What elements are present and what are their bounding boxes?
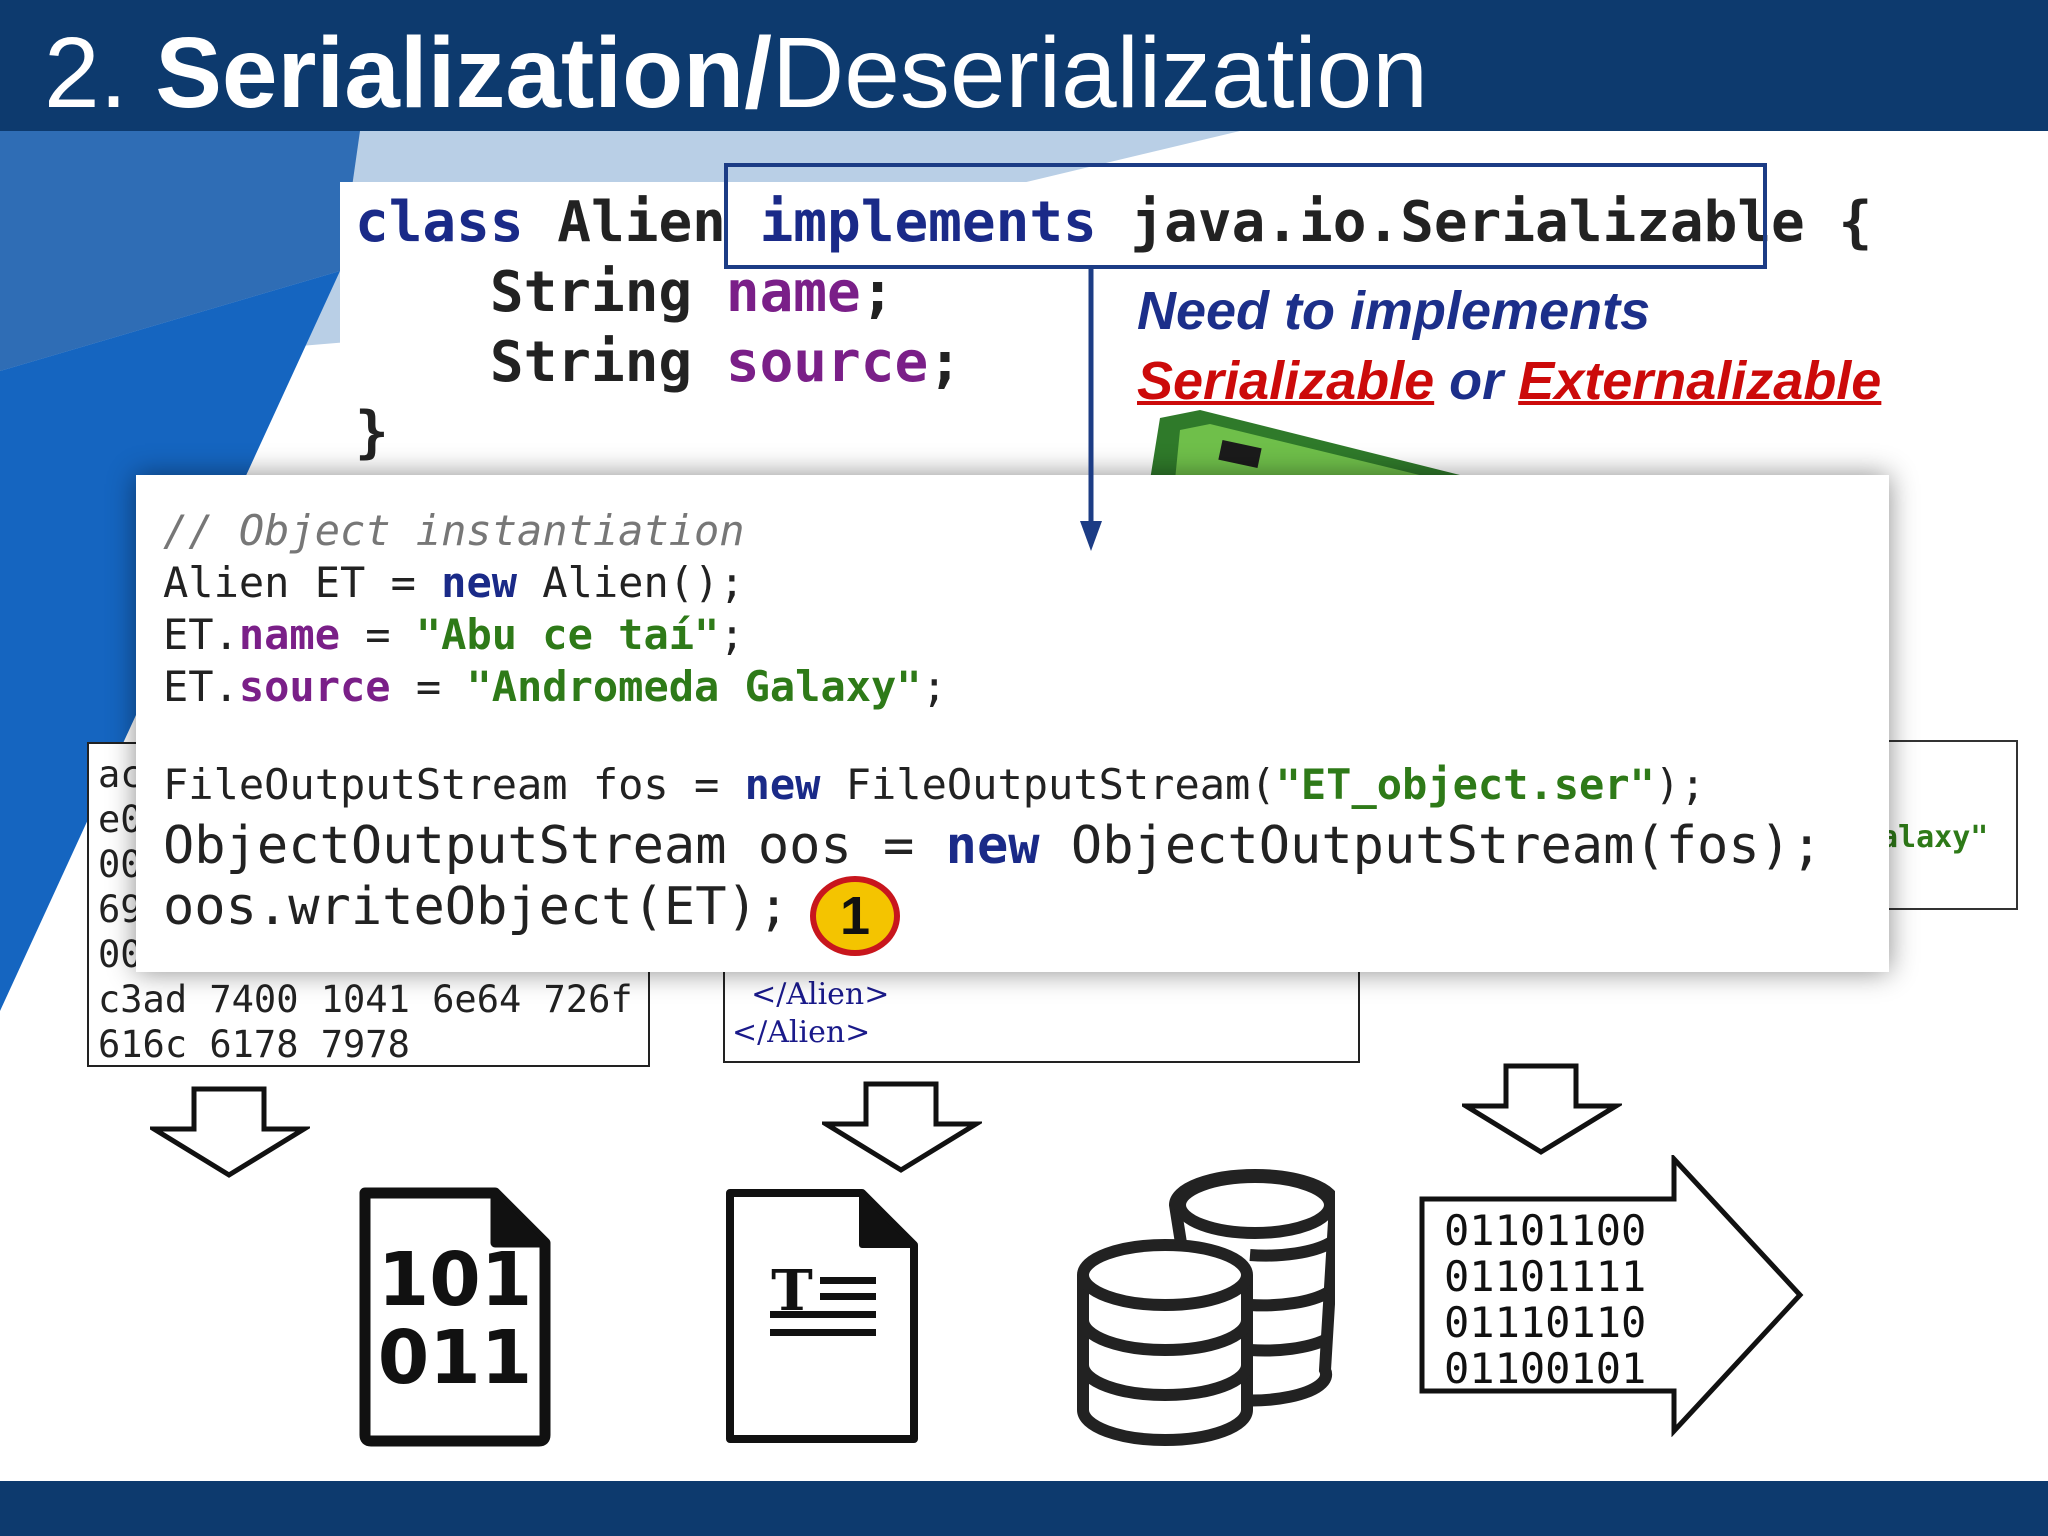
- semicolon: ;: [860, 260, 895, 325]
- down-arrow-icon: [1080, 269, 1102, 551]
- hex-line: c3ad 7400 1041 6e64 726f: [98, 978, 633, 1021]
- hex-line: 00: [98, 843, 143, 886]
- code-line-name: ET.name = "Abu ce taí";: [163, 609, 947, 661]
- code-text: Alien ET =: [163, 558, 442, 607]
- title-bold: Serialization/: [155, 17, 773, 129]
- title-bar: [0, 0, 2048, 131]
- interface-name: java.io.Serializable: [1096, 190, 1839, 255]
- code-line-source: ET.source = "Andromeda Galaxy";: [163, 661, 947, 713]
- code-line-writeobject: oos.writeObject(ET);: [163, 877, 790, 937]
- binary-stream-arrow: [1419, 1155, 1804, 1437]
- code-text: );: [1654, 760, 1706, 809]
- code-card: [136, 475, 1889, 972]
- keyword-class: class: [355, 190, 524, 255]
- xml-output-text: </Alien></Alien>: [732, 976, 889, 1052]
- field-source: source: [238, 662, 391, 711]
- code-text: ;: [921, 662, 947, 711]
- open-brace: {: [1838, 190, 1873, 255]
- close-brace: }: [355, 400, 389, 465]
- code-text: FileOutputStream(: [820, 760, 1276, 809]
- class-definition-code: class Alien implements java.io.Serializa…: [355, 188, 1872, 468]
- title-number: 2.: [44, 17, 156, 129]
- note-line2: Serializable or Externalizable: [1137, 346, 1881, 416]
- field-type: String: [355, 330, 726, 395]
- binary-line: 01101100: [1444, 1206, 1647, 1255]
- class-panel: [340, 182, 1900, 472]
- code-text: =: [340, 610, 416, 659]
- code-text: ObjectOutputStream oos =: [163, 816, 946, 876]
- step-badge: 1: [810, 876, 900, 956]
- hex-line: 616c 6178 7978: [98, 1023, 410, 1066]
- implements-highlight-box: [724, 163, 1767, 269]
- code-text: ET.: [163, 610, 239, 659]
- hex-line: e0: [98, 798, 143, 841]
- code-text: Alien();: [517, 558, 745, 607]
- code-text: FileOutputStream fos =: [163, 760, 745, 809]
- keyword-new: new: [744, 760, 821, 809]
- binary-icon-line1: 101: [378, 1237, 532, 1323]
- code-line-fileoutputstream: FileOutputStream fos = new FileOutputStr…: [163, 759, 1705, 811]
- binary-line: 01100101: [1444, 1344, 1647, 1393]
- string-literal: "Andromeda Galaxy": [466, 662, 922, 711]
- code-text: ;: [719, 610, 745, 659]
- code-text: ObjectOutputStream(fos);: [1039, 816, 1823, 876]
- xml-line: </Alien>: [732, 1015, 871, 1050]
- field-name: name: [725, 260, 861, 325]
- keyword-new: new: [441, 558, 518, 607]
- keyword-implements: implements: [759, 190, 1097, 255]
- class-name: Alien: [523, 190, 760, 255]
- note-or: or: [1434, 351, 1519, 411]
- code-line-new-alien: Alien ET = new Alien();: [163, 557, 947, 609]
- hollow-down-arrow-icon: [1462, 1063, 1622, 1155]
- code-text: ET.: [163, 662, 239, 711]
- string-literal: "ET_object.ser": [1275, 760, 1655, 809]
- binary-file-icon: 101 011: [359, 1187, 551, 1447]
- hollow-down-arrow-icon: [822, 1081, 982, 1173]
- xml-line: </Alien>: [732, 977, 890, 1012]
- binary-icon-line2: 011: [378, 1315, 532, 1401]
- string-literal: "Abu ce taí": [415, 610, 720, 659]
- mid-wedge: [0, 131, 360, 371]
- note-line1: Need to implements: [1137, 281, 1651, 341]
- binary-line: 01101111: [1444, 1252, 1647, 1301]
- hex-line: ac: [98, 753, 143, 796]
- database-icon: [1077, 1169, 1335, 1446]
- title-rest: Deserialization: [772, 17, 1428, 129]
- hex-line: 69: [98, 888, 143, 931]
- footer-bar: [0, 1481, 2048, 1536]
- hex-line: 00: [98, 933, 143, 976]
- hollow-down-arrow-icon: [150, 1086, 310, 1178]
- note-externalizable: Externalizable: [1518, 351, 1882, 411]
- code-text: =: [390, 662, 467, 711]
- slide-title: 2. Serialization/Deserialization: [44, 18, 1428, 128]
- note-serializable: Serializable: [1137, 351, 1435, 411]
- field-name: name: [238, 610, 341, 659]
- keyword-new: new: [945, 816, 1040, 876]
- code-line-objectoutputstream: ObjectOutputStream oos = new ObjectOutpu…: [163, 815, 1822, 877]
- semicolon: ;: [928, 330, 962, 395]
- memory-chip-icon: [1150, 410, 1480, 480]
- field-source: source: [725, 330, 929, 395]
- text-file-icon: T: [726, 1189, 918, 1443]
- code-comment: // Object instantiation: [163, 506, 745, 555]
- binary-line: 01110110: [1444, 1298, 1647, 1347]
- json-fragment: alaxy": [1880, 820, 1989, 855]
- field-type: String: [355, 260, 726, 325]
